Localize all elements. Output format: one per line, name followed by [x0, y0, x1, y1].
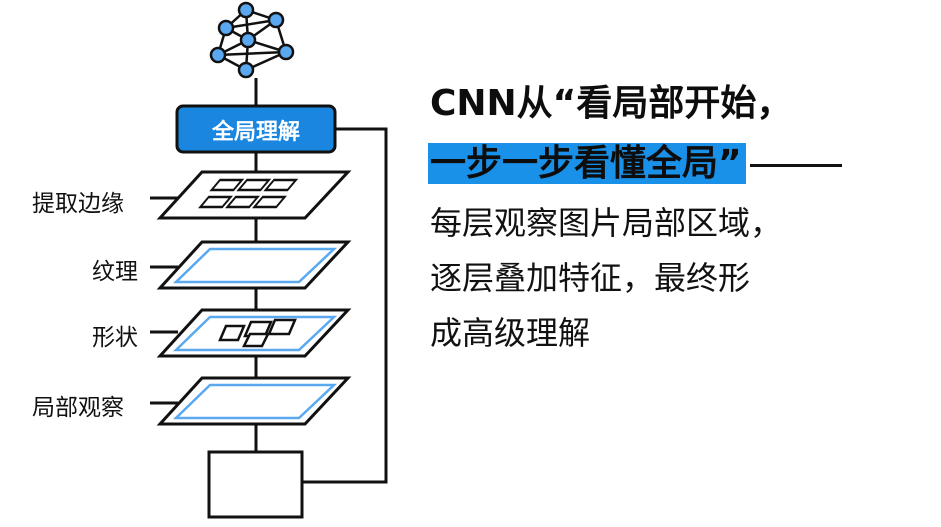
feedback-loop-line — [303, 127, 388, 484]
headline-highlight: 一步一步看懂全局” — [428, 143, 746, 184]
layer-label-local: 局部观察 — [32, 395, 124, 421]
body-line-3: 成高级理解 — [430, 314, 591, 352]
layer-texture-plane — [156, 240, 352, 290]
body-line-2: 逐层叠加特征，最终形 — [430, 259, 751, 297]
layer-label-edges: 提取边缘 — [32, 191, 124, 217]
top-box-label: 全局理解 — [211, 120, 300, 145]
neural-network-icon — [209, 1, 295, 79]
input-box — [207, 450, 304, 519]
headline-dash — [749, 163, 842, 167]
headline: CNN从“看局部开始， 一步一步看懂全局” — [428, 74, 842, 194]
layer-label-shape: 形状 — [92, 325, 138, 351]
headline-line-1: CNN从“看局部开始， — [430, 83, 793, 124]
layer-edges-plane — [156, 170, 352, 220]
layer-local-plane — [156, 376, 352, 426]
layer-shape-plane — [156, 308, 352, 358]
headline-line-2: 一步一步看懂全局” — [428, 134, 842, 194]
body-text: 每层观察图片局部区域， 逐层叠加特征，最终形 成高级理解 — [430, 196, 930, 361]
layer-label-texture: 纹理 — [92, 259, 138, 285]
body-line-1: 每层观察图片局部区域， — [430, 204, 783, 242]
